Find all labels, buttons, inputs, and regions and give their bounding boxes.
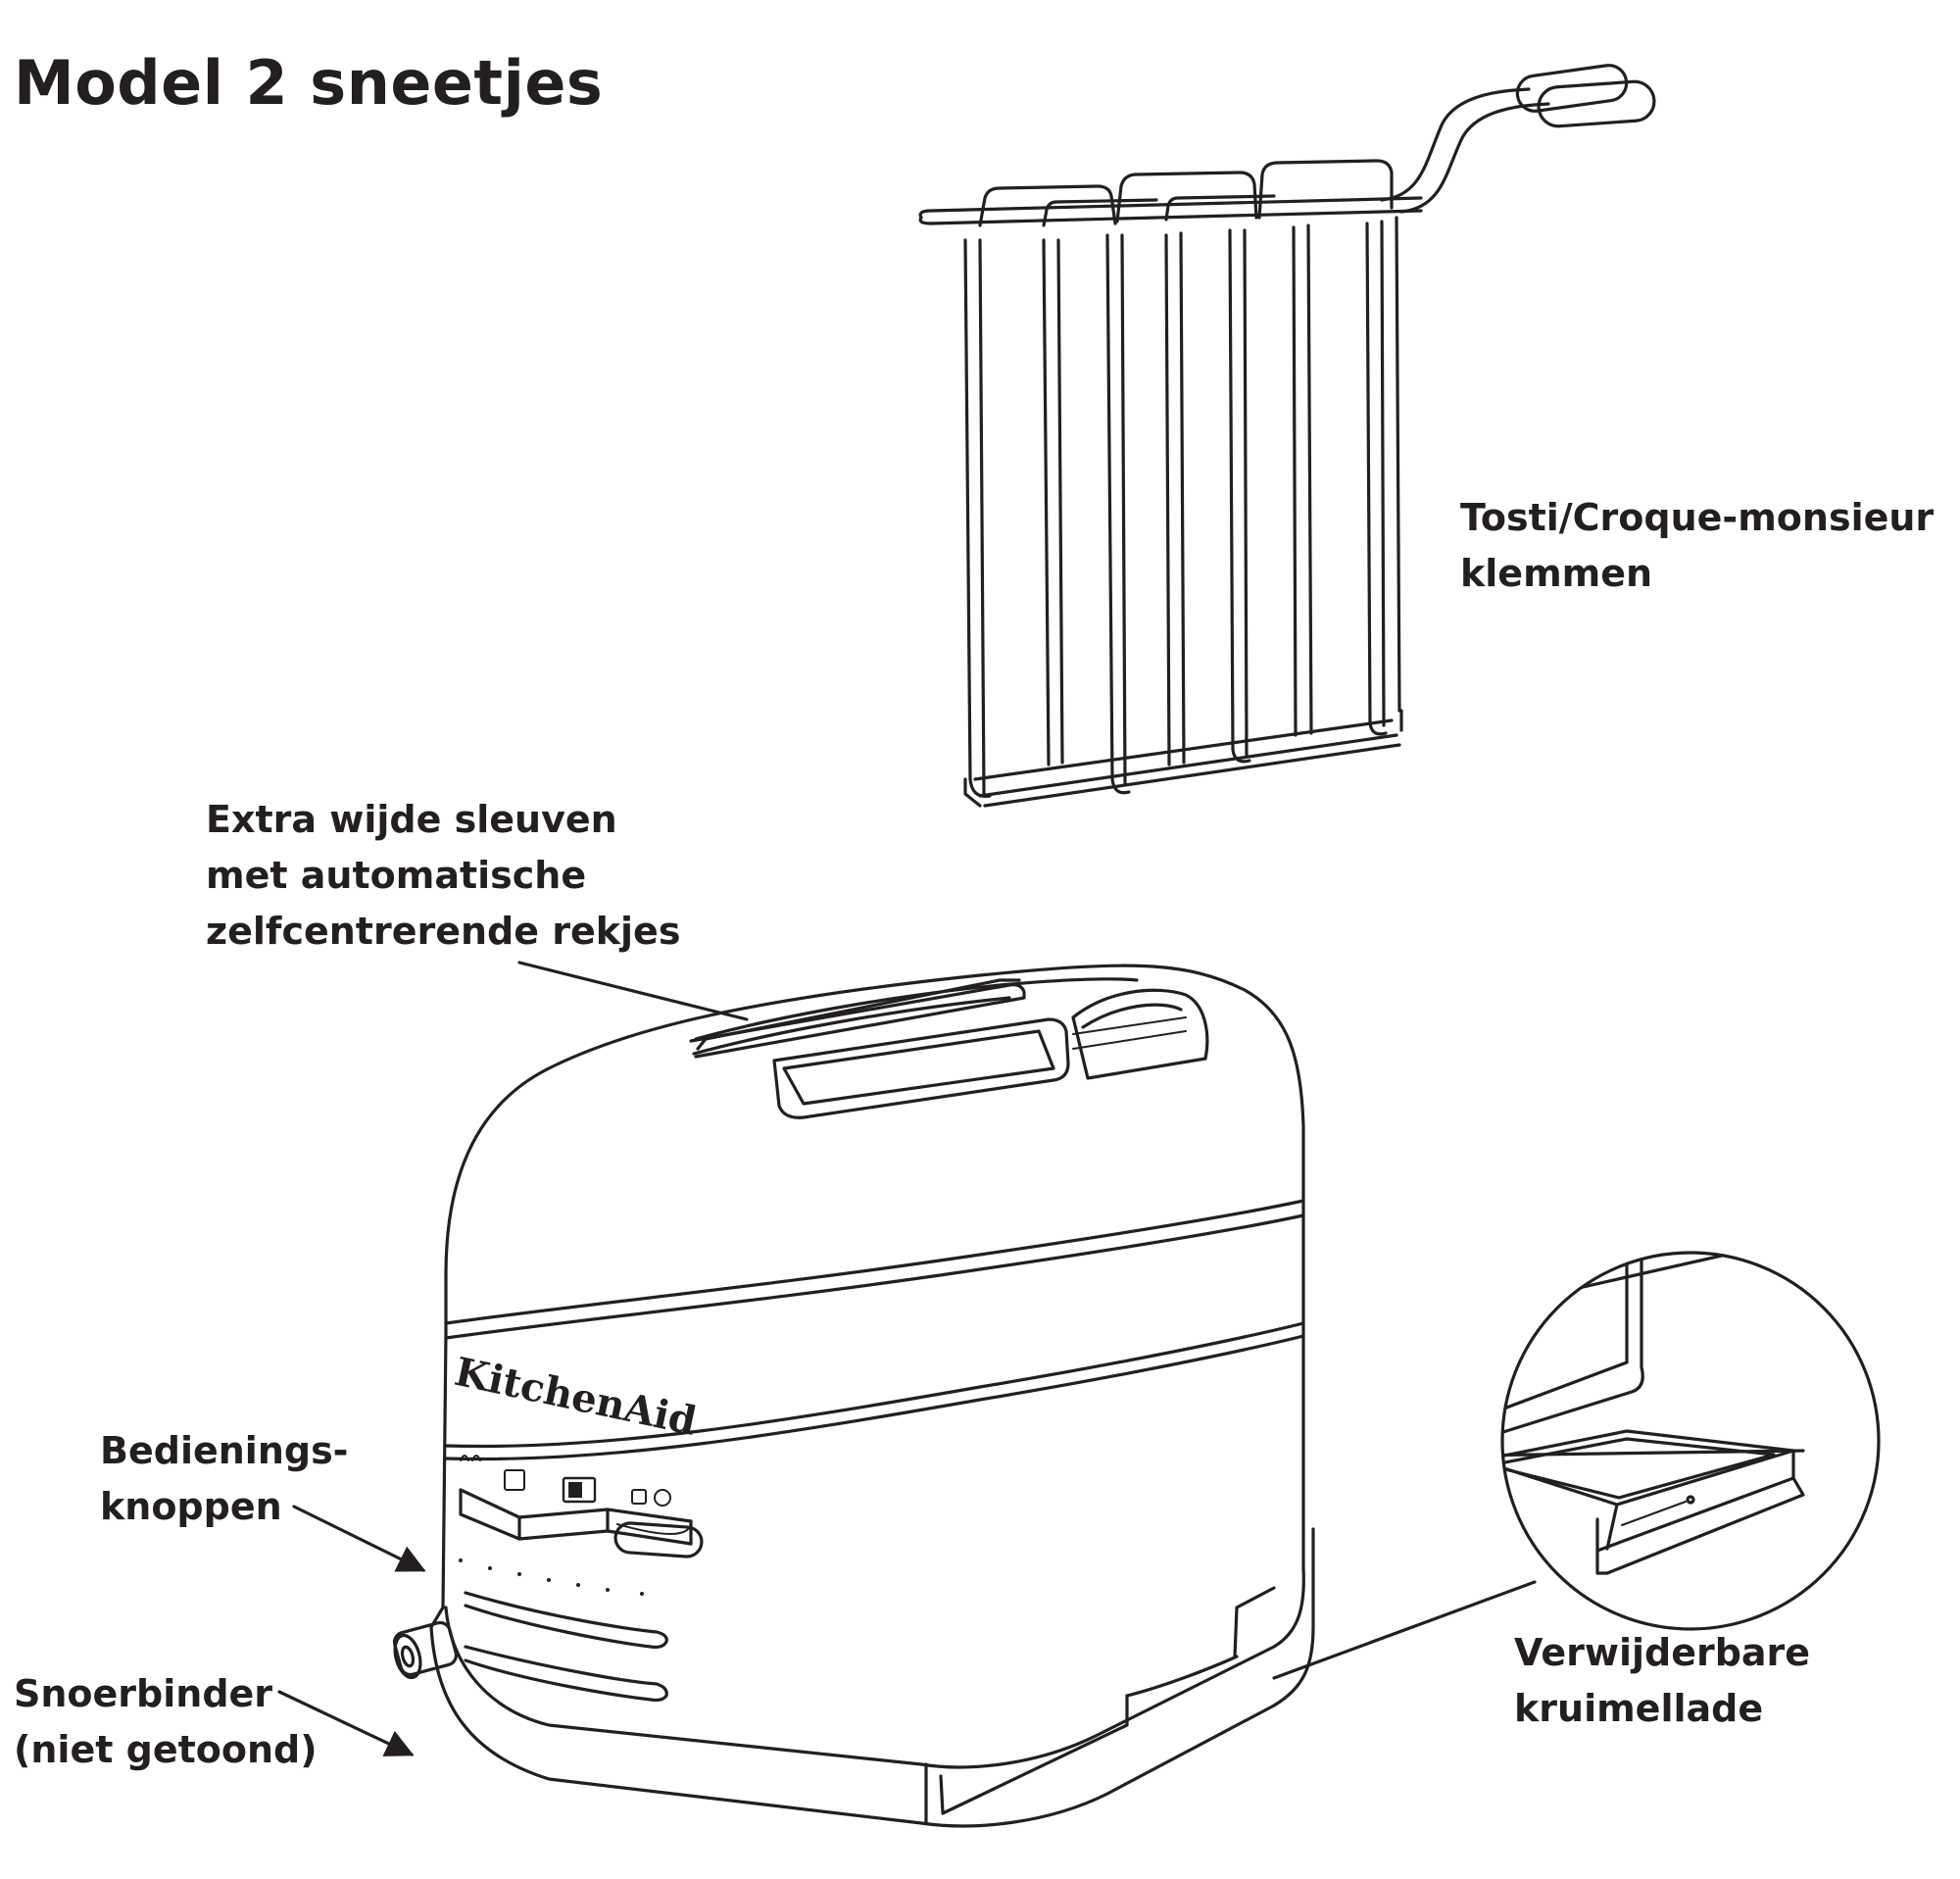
label-line: (niet getoond) (14, 1728, 318, 1771)
label-line: Bedienings- (100, 1429, 349, 1472)
label-line: zelfcentrerende rekjes (206, 910, 681, 953)
crumb-tray-inset (1500, 1251, 1881, 1631)
label-line: kruimellade (1514, 1687, 1764, 1730)
leader-lines (277, 961, 1537, 1756)
label-crumb-tray: Verwijderbare kruimellade (1514, 1625, 1810, 1737)
arrow-controls (292, 1505, 426, 1572)
label-line: Snoerbinder (14, 1672, 273, 1715)
arrow-cord-wrap (277, 1690, 415, 1756)
leader-line-slots (517, 961, 749, 1021)
label-line: Verwijderbare (1514, 1631, 1811, 1674)
label-control-buttons: Bedienings- knoppen (100, 1423, 348, 1535)
page-title: Model 2 sneetjes (14, 47, 604, 119)
toaster-illustration (392, 964, 1315, 1828)
label-line: Tosti/Croque-monsieur (1460, 496, 1935, 539)
label-sandwich-rack: Tosti/Croque-monsieur klemmen (1460, 490, 1934, 602)
label-line: klemmen (1460, 552, 1653, 595)
label-cord-wrap: Snoerbinder (niet getoond) (14, 1666, 318, 1778)
brand-logo: KitchenAid (451, 1349, 701, 1445)
sandwich-rack-illustration (918, 64, 1656, 808)
label-line: knoppen (100, 1485, 282, 1528)
label-line: met automatische (206, 854, 587, 897)
label-line: Extra wijde sleuven (206, 798, 617, 841)
leader-line-crumb-tray (1272, 1580, 1537, 1680)
label-wide-slots: Extra wijde sleuven met automatische zel… (206, 792, 680, 960)
